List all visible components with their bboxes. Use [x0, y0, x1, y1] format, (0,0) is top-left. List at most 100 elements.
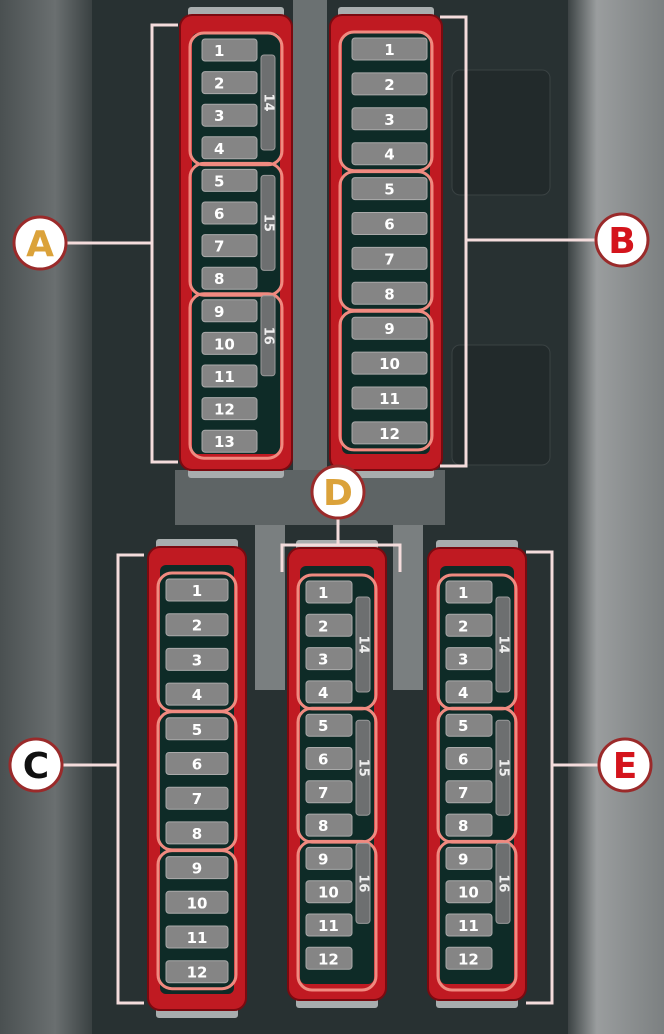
fuse-b-2: 2: [351, 72, 428, 96]
fuse-number: 6: [384, 216, 394, 234]
fuse-number: 12: [187, 964, 208, 982]
fuse-body: [305, 846, 353, 870]
fuse-c-12: 12: [165, 960, 229, 984]
fuse-body: [165, 647, 229, 671]
fuse-c-8: 8: [165, 821, 229, 845]
fuse-number: 8: [458, 817, 468, 835]
relay-slot: [355, 596, 371, 693]
callout-letter-d: D: [323, 473, 353, 514]
bracket-line: [62, 553, 144, 1005]
fuse-group-outline: [436, 839, 518, 992]
fuse-c-2: 2: [165, 613, 229, 637]
fuse-body: [201, 136, 258, 160]
fuse-number: 7: [458, 784, 468, 802]
relay-slot: [495, 596, 511, 693]
right-recess: [451, 69, 551, 196]
fuse-number: 1: [318, 584, 328, 602]
fuse-d-9: 9: [305, 846, 353, 870]
fuse-e-12: 12: [445, 946, 493, 970]
fuse-a-8: 8: [201, 266, 258, 290]
fuse-body: [445, 780, 493, 804]
fuse-b-1: 1: [351, 37, 428, 61]
fuse-number: 6: [318, 751, 328, 769]
relay-slot: [260, 174, 276, 271]
callout-letter-e: E: [613, 746, 638, 787]
fuse-number: 2: [458, 617, 468, 635]
relay-label: 16: [496, 874, 511, 892]
callout-e: E: [526, 550, 653, 1005]
fuse-number: 3: [384, 111, 394, 129]
fuse-d-5: 5: [305, 713, 353, 737]
fuse-number: 5: [318, 717, 328, 735]
bracket-line: [526, 550, 599, 1005]
relay-slot: [495, 719, 511, 816]
fuse-body: [305, 747, 353, 770]
fuse-number: 1: [214, 42, 224, 60]
fuse-number: 3: [318, 651, 328, 669]
fuse-number: 9: [192, 860, 202, 878]
fuse-body: [445, 880, 493, 904]
fuse-group-outline: [188, 292, 284, 460]
fuse-d-3: 3: [305, 647, 353, 671]
fuse-number: 3: [192, 651, 202, 669]
callout-circle: [8, 737, 64, 793]
fuse-e-8: 8: [445, 813, 493, 837]
fuse-body: [165, 717, 229, 741]
fuse-a-5: 5: [201, 168, 258, 192]
fuse-body: [305, 946, 353, 970]
fuse-body: [351, 142, 428, 166]
fuse-b-5: 5: [351, 177, 428, 201]
fuse-body: [305, 880, 353, 904]
fuse-b-10: 10: [351, 351, 428, 375]
fuse-group-outline: [296, 839, 378, 992]
relay-label: 14: [356, 635, 371, 653]
fuse-d-2: 2: [305, 613, 353, 637]
callout-d: D: [280, 464, 402, 572]
callout-circle: [594, 212, 650, 268]
fuse-body: [165, 752, 229, 775]
relay-slot: [355, 842, 371, 924]
fuse-number: 7: [384, 250, 394, 268]
fuse-b-12: 12: [351, 421, 428, 445]
fuse-number: 2: [318, 617, 328, 635]
fuse-body: [305, 580, 353, 604]
fuse-number: 12: [214, 401, 235, 419]
fuse-body: [351, 281, 428, 305]
fuse-body: [351, 107, 428, 131]
fuse-body: [165, 890, 229, 914]
fuse-slot-area: [342, 33, 430, 454]
fuse-body: [445, 846, 493, 870]
fuse-body: [201, 234, 258, 258]
fuse-d-7: 7: [305, 780, 353, 804]
fuse-number: 12: [318, 950, 339, 968]
fuse-body: [305, 780, 353, 804]
fuse-e-9: 9: [445, 846, 493, 870]
relay-slot: [495, 842, 511, 924]
fuse-a-9: 9: [201, 299, 258, 323]
bracket-line: [440, 15, 596, 468]
fuse-number: 1: [192, 582, 202, 600]
fuse-a-4: 4: [201, 136, 258, 160]
fuse-b-7: 7: [351, 246, 428, 270]
relay-slot: [355, 719, 371, 816]
fuse-a-7: 7: [201, 234, 258, 258]
fuse-number: 10: [318, 884, 339, 902]
fuse-body: [351, 421, 428, 445]
fuse-body: [201, 71, 258, 95]
right-recess-2: [451, 344, 551, 466]
lower-rib-right: [393, 525, 423, 690]
fuse-e-6: 6: [445, 747, 493, 770]
fuse-body: [445, 713, 493, 737]
fuse-body: [445, 647, 493, 671]
fuse-body: [201, 331, 258, 355]
fuse-body: [305, 713, 353, 737]
fuse-body: [165, 578, 229, 602]
fuse-body: [351, 246, 428, 270]
fuse-body: [165, 682, 229, 706]
fuse-body: [165, 821, 229, 845]
fuse-a-6: 6: [201, 201, 258, 225]
